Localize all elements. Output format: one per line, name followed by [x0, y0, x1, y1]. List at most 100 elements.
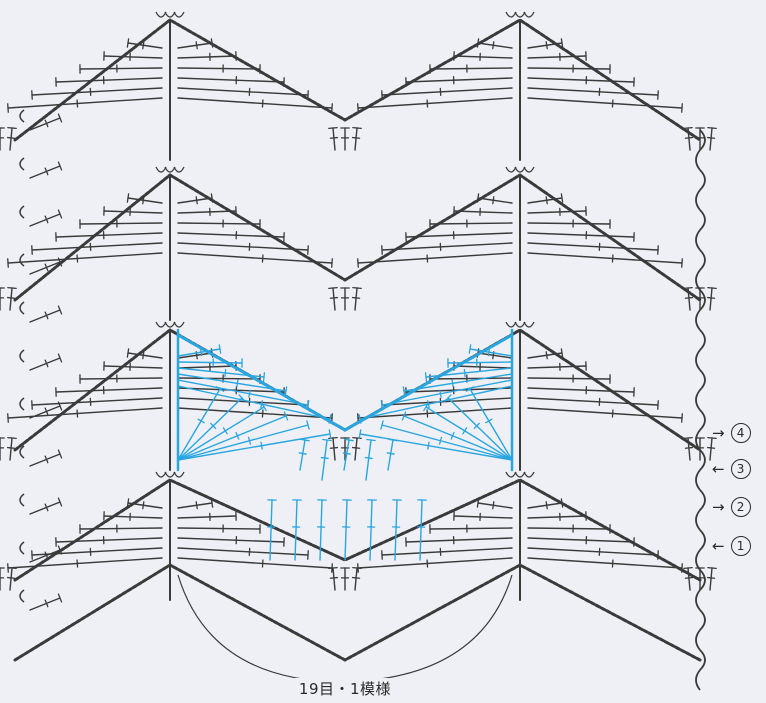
double-crochet-top [561, 499, 562, 507]
double-crochet-crossbar [685, 448, 692, 449]
turning-chain-symbol [20, 494, 24, 506]
row-label-4: → 4 [712, 423, 751, 443]
shell-cluster [515, 12, 525, 17]
double-crochet-symbol [420, 500, 422, 560]
double-crochet-symbol [178, 211, 236, 213]
double-crochet-top [345, 439, 353, 440]
double-crochet-symbol [80, 528, 162, 529]
double-crochet-symbol [528, 378, 610, 379]
edge-chain-symbol [696, 530, 705, 570]
double-crochet-crossbar [464, 369, 465, 376]
double-crochet-symbol [355, 568, 357, 590]
shell-cluster [165, 167, 175, 172]
double-crochet-top [127, 194, 128, 202]
double-crochet-top [323, 439, 331, 440]
double-crochet-symbol [366, 440, 371, 480]
repeat-bracket [178, 575, 512, 682]
double-crochet-symbol [178, 416, 286, 460]
double-crochet-crossbar [8, 448, 15, 449]
double-crochet-symbol [404, 416, 512, 460]
double-crochet-symbol [178, 56, 236, 58]
double-crochet-crossbar [330, 138, 337, 139]
double-crochet-crossbar [708, 448, 715, 449]
double-crochet-crossbar [196, 197, 197, 204]
double-crochet-symbol [8, 558, 162, 568]
turning-chain-symbol [20, 302, 24, 314]
double-crochet-top [127, 39, 128, 47]
shell-cluster [524, 167, 534, 172]
double-crochet-top [211, 39, 212, 47]
shell-cluster [174, 472, 184, 477]
double-crochet-symbol [320, 500, 322, 560]
double-crochet-top [332, 259, 333, 267]
double-crochet-symbol [355, 438, 357, 460]
double-crochet-crossbar [261, 442, 262, 449]
double-crochet-top [358, 104, 359, 112]
double-crochet-symbol [454, 516, 512, 518]
double-crochet-symbol [10, 568, 12, 590]
double-crochet-crossbar [708, 138, 715, 139]
double-crochet-top [367, 439, 375, 440]
double-crochet-symbol [104, 56, 162, 58]
shell-cluster [515, 322, 525, 327]
edge-chain-symbol [696, 170, 705, 210]
double-crochet-crossbar [685, 138, 692, 139]
double-crochet-top [219, 345, 220, 353]
double-crochet-crossbar [353, 138, 360, 139]
row-number: 1 [731, 536, 751, 556]
double-crochet-symbol [56, 388, 162, 392]
double-crochet-top [8, 288, 16, 289]
double-crochet-crossbar [440, 437, 442, 444]
double-crochet-crossbar [321, 458, 328, 459]
double-crochet-symbol [528, 528, 610, 529]
double-crochet-top [329, 430, 330, 438]
double-crochet-symbol [528, 98, 682, 108]
double-crochet-symbol [388, 440, 393, 470]
turning-chain-symbol [20, 590, 24, 602]
double-crochet-crossbar [225, 369, 226, 376]
double-crochet-symbol [80, 68, 162, 69]
double-crochet-crossbar [546, 352, 547, 359]
edge-chain-symbol [696, 370, 705, 410]
shell-cluster [174, 322, 184, 327]
double-crochet-symbol [178, 538, 284, 542]
chain-symbol [15, 565, 700, 660]
double-crochet-crossbar [8, 298, 15, 299]
shell-cluster [156, 167, 166, 172]
shell-cluster [506, 322, 516, 327]
double-crochet-symbol [528, 243, 658, 250]
double-crochet-symbol [178, 366, 236, 368]
double-crochet-symbol [395, 500, 397, 560]
double-crochet-top [264, 373, 265, 381]
turning-chain-symbol [20, 446, 24, 458]
double-crochet-top [561, 39, 562, 47]
double-crochet-top [8, 104, 9, 112]
double-crochet-symbol [128, 198, 162, 203]
double-crochet-crossbar [237, 380, 238, 387]
double-crochet-crossbar [708, 298, 715, 299]
double-crochet-top [8, 414, 9, 422]
double-crochet-top [332, 104, 333, 112]
double-crochet-symbol [528, 503, 562, 508]
double-crochet-top [682, 104, 683, 112]
left-arrow-icon: ← [712, 537, 725, 555]
double-crochet-crossbar [353, 298, 360, 299]
double-crochet-symbol [710, 288, 712, 310]
double-crochet-symbol [178, 68, 260, 69]
double-crochet-crossbar [261, 401, 262, 408]
double-crochet-top [682, 259, 683, 267]
double-crochet-symbol [355, 288, 357, 310]
double-crochet-symbol [710, 568, 712, 590]
double-crochet-crossbar [546, 42, 547, 49]
double-crochet-symbol [10, 288, 12, 310]
turning-chain-symbol [20, 206, 24, 218]
shell-cluster [524, 472, 534, 477]
double-crochet-symbol [406, 78, 512, 82]
double-crochet-crossbar [493, 42, 494, 49]
double-crochet-symbol [448, 362, 512, 363]
double-crochet-top [329, 128, 337, 129]
shell-cluster [524, 12, 534, 17]
double-crochet-crossbar [299, 453, 306, 454]
double-crochet-symbol [710, 128, 712, 150]
double-crochet-top [353, 288, 361, 289]
